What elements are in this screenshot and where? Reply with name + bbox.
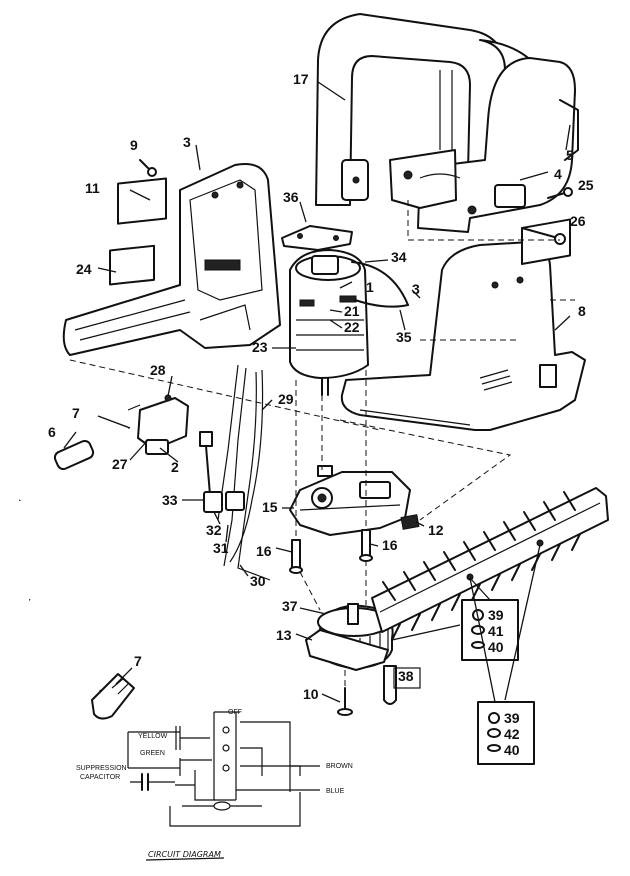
upper-box-41: 41 (488, 623, 504, 639)
label-32: 32 (206, 522, 222, 538)
label-5: 5 (566, 147, 574, 163)
label-28: 28 (150, 362, 166, 378)
upper-box-39: 39 (488, 607, 504, 623)
label-31: 31 (213, 540, 229, 556)
lead-35 (354, 299, 409, 308)
brush-plate-36 (281, 225, 353, 251)
label-16-left: 16 (256, 543, 272, 559)
label-30: 30 (250, 573, 266, 589)
assembly-lines (69, 200, 575, 688)
label-21: 21 (344, 303, 360, 319)
circuit-suppression: SUPPRESSION (76, 765, 127, 772)
hardware-box-lower (477, 701, 535, 765)
label-38: 38 (398, 668, 414, 684)
circuit-caption: CIRCUIT DIAGRAM (148, 850, 221, 859)
label-27: 27 (112, 456, 128, 472)
label-37: 37 (282, 598, 298, 614)
label-17: 17 (293, 71, 309, 87)
upper-box-40: 40 (488, 639, 504, 655)
gearbox-15 (289, 465, 411, 536)
circuit-diagram: OFF YELLOW GREEN SUPPRESSION CAPACITOR B… (76, 709, 353, 861)
label-plate-11 (117, 177, 167, 225)
screw-10 (337, 687, 353, 716)
label-22: 22 (344, 319, 360, 335)
label-29: 29 (278, 391, 294, 407)
label-12: 12 (428, 522, 444, 538)
circuit-blue: BLUE (326, 788, 345, 795)
rear-handle-4 (389, 57, 579, 233)
right-housing-8 (340, 218, 586, 431)
circuit-brown: BROWN (326, 763, 353, 770)
pin-38 (383, 665, 397, 705)
label-2: 2 (171, 459, 179, 475)
lower-box-42: 42 (504, 726, 520, 742)
label-35: 35 (396, 329, 412, 345)
label-3-right: 3 (412, 281, 420, 297)
label-36: 36 (283, 189, 299, 205)
leader-lines (63, 81, 571, 703)
switch-2 (127, 394, 189, 455)
label-3-top: 3 (183, 134, 191, 150)
label-1: 1 (366, 279, 374, 295)
label-7-lower: 7 (134, 653, 142, 669)
lead-34 (351, 261, 409, 306)
lower-box-39: 39 (504, 710, 520, 726)
label-15: 15 (262, 499, 278, 515)
cable-6 (18, 426, 129, 501)
pad-12 (400, 514, 420, 530)
label-23: 23 (252, 339, 268, 355)
capacitor-33 (199, 431, 245, 513)
label-34: 34 (391, 249, 407, 265)
label-11: 11 (85, 180, 100, 196)
plug-cable-7 (29, 598, 135, 720)
label-4: 4 (554, 166, 562, 182)
label-8: 8 (578, 303, 586, 319)
label-25: 25 (578, 177, 594, 193)
screw-16-right (359, 529, 373, 562)
screw-9 (139, 159, 157, 177)
crank-plate-13 (305, 629, 389, 671)
label-33: 33 (162, 492, 178, 508)
circuit-yellow: YELLOW (138, 733, 168, 740)
left-housing-3 (62, 163, 281, 356)
label-7-top: 7 (72, 405, 80, 421)
label-16-right: 16 (382, 537, 398, 553)
lead-30 (237, 371, 271, 581)
cutter-blade (371, 487, 609, 641)
motor-1 (289, 249, 369, 396)
label-24: 24 (76, 261, 92, 277)
lead-31 (223, 367, 247, 567)
lead-29 (229, 369, 264, 563)
screw-26 (521, 227, 566, 245)
circuit-off: OFF (228, 709, 242, 716)
screw-25 (547, 187, 573, 199)
label-13: 13 (276, 627, 292, 643)
label-9: 9 (130, 137, 138, 153)
label-6: 6 (48, 424, 56, 440)
label-10: 10 (303, 686, 319, 702)
lower-box-40: 40 (504, 742, 520, 758)
circuit-capacitor: CAPACITOR (80, 774, 120, 781)
label-26: 26 (570, 213, 586, 229)
label-plate-24 (109, 244, 155, 286)
part-labels: 17 9 3 5 4 25 11 36 26 34 24 1 3 8 21 22… (48, 71, 594, 702)
circuit-green: GREEN (140, 750, 165, 757)
screw-16-left (289, 539, 303, 574)
